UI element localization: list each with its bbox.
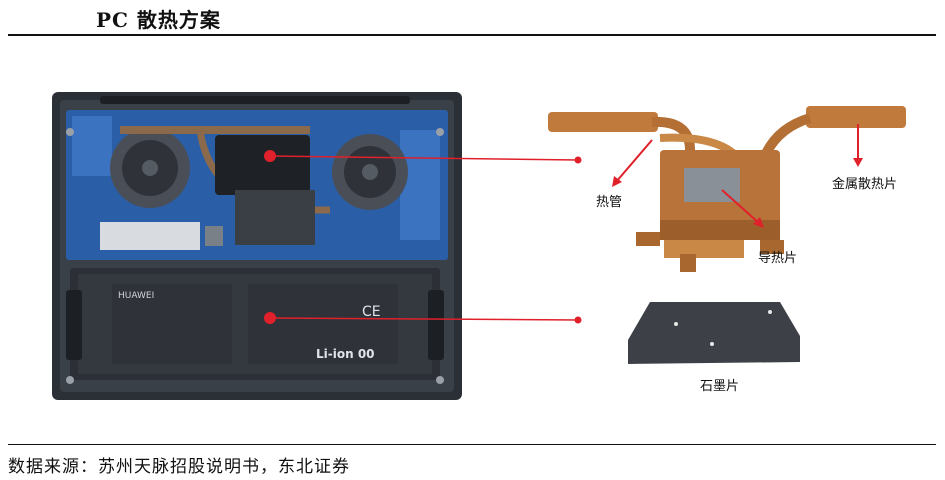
label-graphite: 石墨片 [700,379,739,394]
laptop-photo: HUAWEI CE Li-ion 00 [52,92,462,400]
label-metal-fin: 金属散热片 [832,176,897,192]
top-divider [8,34,936,36]
page-title: PC 散热方案 [96,8,221,32]
source-note: 数据来源：苏州天脉招股说明书，东北证券 [8,457,350,477]
graphite-pointer-line [269,317,579,321]
heatsink-assembly [548,106,906,272]
battery-label: Li-ion 00 [316,347,375,361]
ce-mark: CE [362,304,381,320]
battery-brand: HUAWEI [118,291,154,301]
label-thermal-pad: 导热片 [758,251,797,266]
label-heat-pipe: 热管 [596,195,622,210]
graphite-sheet [628,302,800,364]
cooling-figure: HUAWEI CE Li-ion 00 [52,92,906,400]
bottom-divider [8,444,936,445]
heatpipe-pointer-line [269,155,579,161]
